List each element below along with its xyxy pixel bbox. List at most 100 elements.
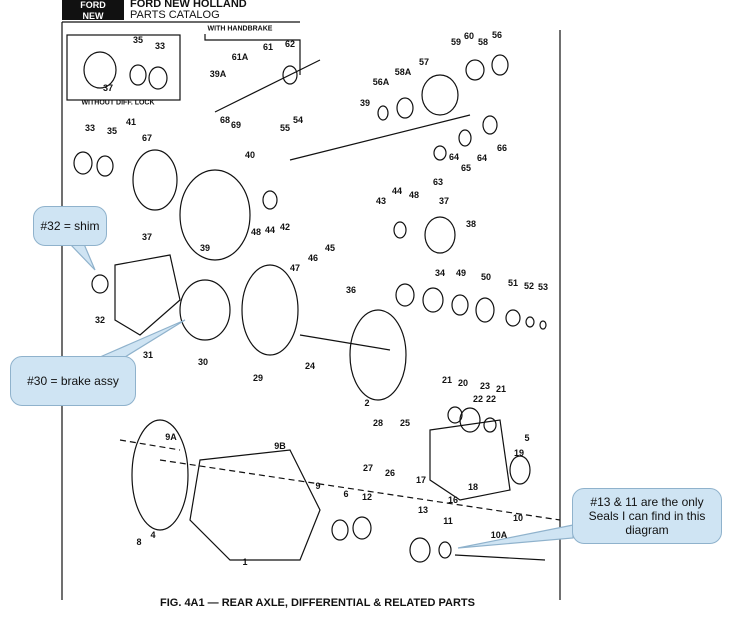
part-number-label: 25: [399, 418, 411, 428]
part-number-label: 16: [447, 495, 459, 505]
part-number-label: 58: [477, 37, 489, 47]
part-number-label: 17: [415, 475, 427, 485]
part-ring: [331, 519, 349, 541]
part-number-label: 47: [289, 263, 301, 273]
part-number-label: 20: [457, 378, 469, 388]
part-number-label: 37: [438, 196, 450, 206]
part-number-label: 38: [465, 219, 477, 229]
part-number-label: 5: [524, 433, 530, 443]
part-ring: [349, 309, 407, 401]
part-ring: [393, 221, 407, 239]
part-ring: [509, 455, 531, 485]
part-number-label: 10: [512, 513, 524, 523]
part-number-label: 8: [136, 537, 142, 547]
part-ring: [483, 417, 497, 433]
part-number-label: 54: [292, 115, 304, 125]
page-border: [61, 21, 561, 600]
part-ring: [352, 516, 372, 540]
part-number-label: 69: [230, 120, 242, 130]
part-number-label: 55: [279, 123, 291, 133]
callout-shim: #32 = shim: [33, 206, 107, 246]
part-number-label: 64: [448, 152, 460, 162]
part-ring: [131, 419, 189, 531]
part-number-label: 61A: [231, 52, 249, 62]
part-number-label: 33: [154, 41, 166, 51]
part-number-label: 34: [434, 268, 446, 278]
part-ring: [409, 537, 431, 563]
part-number-label: 21: [495, 384, 507, 394]
part-number-label: 11: [443, 516, 453, 526]
part-ring: [465, 59, 485, 81]
part-ring: [458, 129, 472, 147]
part-number-label: 22: [472, 394, 484, 404]
axle-housing-flange: [114, 254, 181, 336]
part-ring: [459, 407, 481, 433]
part-number-label: 65: [460, 163, 472, 173]
shaft: [214, 59, 546, 561]
figure-caption: FIG. 4A1 — REAR AXLE, DIFFERENTIAL & REL…: [160, 597, 475, 609]
part-number-label: 53: [537, 282, 549, 292]
part-ring: [438, 541, 452, 559]
part-ring: [395, 283, 415, 307]
inset-box: [66, 34, 181, 101]
with-handbrake-label: WITH HANDBRAKE: [207, 25, 273, 33]
diff-lock-housing: [429, 419, 511, 501]
callout-seals: #13 & 11 are the only Seals I can find i…: [572, 488, 722, 544]
part-number-label: 2: [364, 398, 370, 408]
part-number-label: 10A: [490, 530, 508, 540]
part-ring: [422, 287, 444, 313]
part-number-label: 23: [479, 381, 491, 391]
part-number-label: 61: [262, 42, 274, 52]
part-ring: [447, 406, 463, 424]
part-number-label: 9: [315, 481, 321, 491]
part-number-label: 44: [264, 225, 276, 235]
part-ring: [491, 54, 509, 76]
part-ring: [421, 74, 459, 116]
part-number-label: 6: [343, 489, 349, 499]
catalog-subtitle: PARTS CATALOG: [130, 9, 220, 21]
part-number-label: 24: [304, 361, 316, 371]
part-number-label: 42: [279, 222, 291, 232]
part-number-label: 1: [242, 557, 248, 567]
part-number-label: 56: [491, 30, 503, 40]
part-number-label: 43: [375, 196, 387, 206]
part-number-label: 50: [480, 272, 492, 282]
brand-title: FORD NEW HOLLAND: [130, 0, 247, 10]
part-number-label: 40: [244, 150, 256, 160]
callout-brake-assy: #30 = brake assy: [10, 356, 136, 406]
part-number-label: 4: [150, 530, 156, 540]
part-number-label: 21: [441, 375, 453, 385]
part-number-label: 49: [455, 268, 467, 278]
part-number-label: 63: [432, 177, 444, 187]
part-number-label: 51: [507, 278, 519, 288]
part-number-label: 22: [485, 394, 497, 404]
part-number-label: 41: [125, 117, 137, 127]
assembly-line: [119, 439, 561, 521]
part-number-label: 19: [513, 448, 525, 458]
part-number-label: 37: [102, 83, 114, 93]
part-number-label: 26: [384, 468, 396, 478]
part-number-label: 35: [106, 126, 118, 136]
differential-housing: [189, 449, 321, 561]
part-ring: [179, 169, 251, 261]
part-ring: [262, 190, 278, 210]
part-number-label: 31: [142, 350, 154, 360]
handbrake-bracket: [204, 34, 301, 75]
part-ring: [241, 264, 299, 356]
part-number-label: 62: [284, 39, 296, 49]
part-number-label: 48: [408, 190, 420, 200]
callout-pointer-shim: [68, 243, 96, 271]
part-ring: [525, 316, 535, 328]
part-number-label: 48: [250, 227, 262, 237]
part-ring: [148, 66, 168, 90]
part-ring: [96, 155, 114, 177]
part-number-label: 39: [359, 98, 371, 108]
part-number-label: 35: [132, 35, 144, 45]
part-number-label: 28: [372, 418, 384, 428]
part-number-label: 45: [324, 243, 336, 253]
part-number-label: 36: [345, 285, 357, 295]
part-number-label: 59: [450, 37, 462, 47]
part-number-label: 52: [523, 281, 535, 291]
